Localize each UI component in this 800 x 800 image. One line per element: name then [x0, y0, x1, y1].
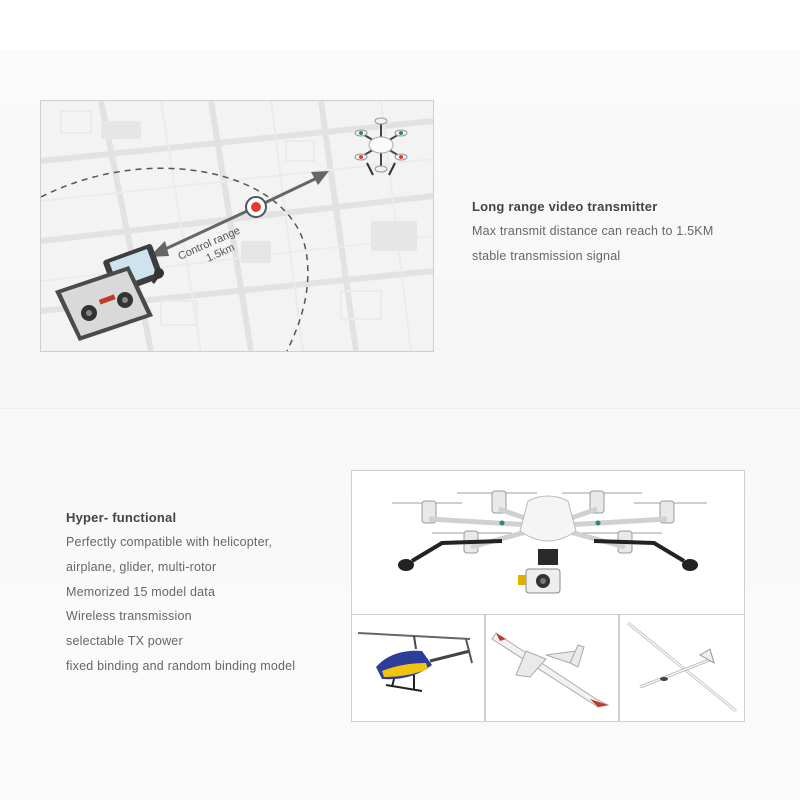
glider-image	[619, 614, 745, 722]
range-arc	[41, 167, 309, 351]
feature-line: stable transmission signal	[472, 249, 621, 263]
drone-icon	[354, 117, 408, 176]
map-illustration: Control range 1.5km	[41, 101, 433, 351]
feature-line: Perfectly compatible with helicopter,	[66, 535, 273, 549]
helicopter-image	[351, 614, 485, 722]
center-marker-icon	[245, 196, 267, 218]
helicopter-icon	[357, 632, 473, 692]
glider-icon	[627, 621, 737, 713]
feature-line: Wireless transmission	[66, 609, 192, 623]
range-arrow-left	[160, 205, 257, 253]
control-range-diagram: Control range 1.5km	[40, 100, 434, 352]
feature-line: Max transmit distance can reach to 1.5KM	[472, 224, 714, 238]
hexacopter-image	[351, 470, 745, 615]
top-band	[0, 0, 800, 51]
feature-line: airplane, glider, multi-rotor	[66, 560, 217, 574]
feature-line: selectable TX power	[66, 634, 183, 648]
transmitter-icon	[55, 244, 164, 341]
airplane-image	[485, 614, 619, 722]
range-arrow-right	[255, 176, 318, 209]
airplane-icon	[491, 632, 610, 708]
feature-line: Memorized 15 model data	[66, 585, 216, 599]
feature-line: fixed binding and random binding model	[66, 659, 296, 673]
section-title-functional: Hyper- functional	[66, 510, 177, 525]
section-title-transmitter: Long range video transmitter	[472, 199, 658, 214]
hexacopter-icon	[392, 490, 707, 594]
